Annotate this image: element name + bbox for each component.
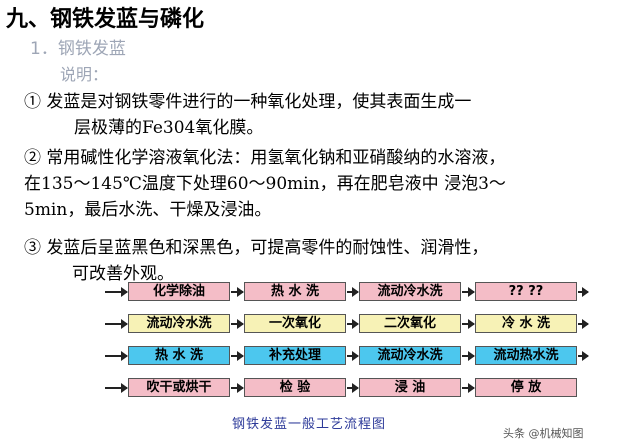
- flow-arrow: [578, 287, 589, 297]
- flow-step: 浸 油: [359, 378, 461, 397]
- flow-arrow: [462, 351, 475, 361]
- flow-arrow: [231, 383, 244, 393]
- flow-arrow: [347, 383, 359, 393]
- flow-arrow: [347, 319, 359, 329]
- flow-step: 热 水 洗: [128, 346, 230, 365]
- item-1-line-1: ① 发蓝是对钢铁零件进行的一种氧化处理，使其表面生成一: [24, 92, 472, 112]
- flow-arrow: [462, 319, 475, 329]
- flow-step: 检 验: [244, 378, 346, 397]
- process-flow-diagram: 化学除油 热 水 洗 流动冷水洗 ?? ?? 流动冷水洗 一次氧化 二次氧化 冷…: [105, 282, 589, 397]
- section-heading: 1．钢铁发蓝: [30, 39, 126, 59]
- flow-step: 二次氧化: [359, 314, 461, 333]
- item-2-line-3: 5min，最后水洗、干燥及浸油。: [24, 200, 272, 220]
- flow-step: 补充处理: [244, 346, 346, 365]
- flow-step: ?? ??: [475, 282, 577, 301]
- flow-step: 一次氧化: [244, 314, 346, 333]
- item-1-line-2: 层极薄的Fe304氧化膜。: [74, 118, 264, 138]
- flow-arrow: [231, 287, 244, 297]
- watermark: 头条 @机械知图: [503, 427, 584, 440]
- flow-step: 冷 水 洗: [475, 314, 577, 333]
- flow-arrow: [462, 383, 475, 393]
- flow-arrow: [578, 319, 589, 329]
- flow-arrow: [105, 287, 128, 297]
- diagram-caption: 钢铁发蓝一般工艺流程图: [232, 417, 387, 432]
- flow-step: 吹干或烘干: [128, 378, 230, 397]
- flow-arrow: [347, 287, 359, 297]
- item-2-line-2: 在135～145℃温度下处理60～90min，再在肥皂液中 浸泡3～: [24, 174, 506, 194]
- flow-step: 流动冷水洗: [359, 346, 461, 365]
- flow-step: 化学除油: [128, 282, 230, 301]
- flow-arrow: [105, 351, 128, 361]
- flow-step: 流动冷水洗: [359, 282, 461, 301]
- flow-arrow: [347, 351, 359, 361]
- flow-step: 流动热水洗: [475, 346, 577, 365]
- flow-step: 流动冷水洗: [128, 314, 230, 333]
- flow-step: 停 放: [475, 378, 577, 397]
- page-title: 九、钢铁发蓝与磷化: [6, 7, 205, 32]
- flow-arrow: [462, 287, 475, 297]
- item-3-line-1: ③ 发蓝后呈蓝黑色和深黑色，可提高零件的耐蚀性、润滑性，: [24, 238, 489, 258]
- item-3-line-2: 可改善外观。: [72, 264, 174, 284]
- flow-arrow: [231, 319, 244, 329]
- item-2-line-1: ② 常用碱性化学溶液氧化法：用氢氧化钠和亚硝酸纳的水溶液，: [24, 148, 506, 168]
- note-label: 说明：: [60, 65, 109, 84]
- flow-arrow: [105, 383, 128, 393]
- flow-arrow: [231, 351, 244, 361]
- flow-step: 热 水 洗: [244, 282, 346, 301]
- flow-arrow: [105, 319, 128, 329]
- flow-arrow: [578, 351, 589, 361]
